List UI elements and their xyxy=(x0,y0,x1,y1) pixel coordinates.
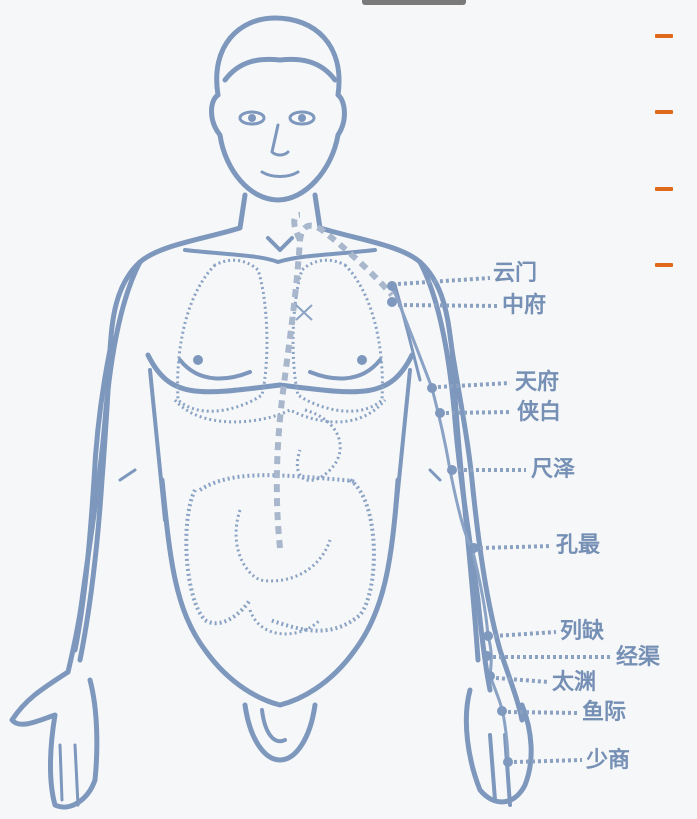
acupoint-zhongfu[interactable]: 中府 xyxy=(387,292,546,318)
svg-text:孔最: 孔最 xyxy=(556,533,601,558)
acupoint-kongzui[interactable]: 孔最 xyxy=(469,533,601,558)
internal-meridian-path xyxy=(277,215,392,548)
svg-text:尺泽: 尺泽 xyxy=(531,457,575,482)
svg-text:鱼际: 鱼际 xyxy=(582,699,626,725)
acupoint-chize[interactable]: 尺泽 xyxy=(447,457,575,482)
acupoint-yunmen[interactable]: 云门 xyxy=(387,260,537,291)
svg-text:少商: 少商 xyxy=(585,747,630,773)
acupoint-lieque[interactable]: 列缺 xyxy=(483,618,605,644)
groin xyxy=(245,705,315,760)
svg-text:列缺: 列缺 xyxy=(560,618,605,644)
head xyxy=(212,18,345,200)
acupoint-tianfu[interactable]: 天府 xyxy=(427,369,559,395)
left-arm xyxy=(12,262,140,807)
svg-text:中府: 中府 xyxy=(502,292,546,318)
svg-text:经渠: 经渠 xyxy=(616,644,660,670)
svg-text:太渊: 太渊 xyxy=(552,670,596,695)
svg-text:云门: 云门 xyxy=(493,260,537,286)
svg-text:侠白: 侠白 xyxy=(517,399,561,425)
acupoint-shaoshang[interactable]: 少商 xyxy=(503,747,630,773)
svg-text:天府: 天府 xyxy=(515,369,559,395)
acupoint-jingqu[interactable]: 经渠 xyxy=(482,644,660,670)
acupoint-taiyuan[interactable]: 太渊 xyxy=(485,670,596,695)
